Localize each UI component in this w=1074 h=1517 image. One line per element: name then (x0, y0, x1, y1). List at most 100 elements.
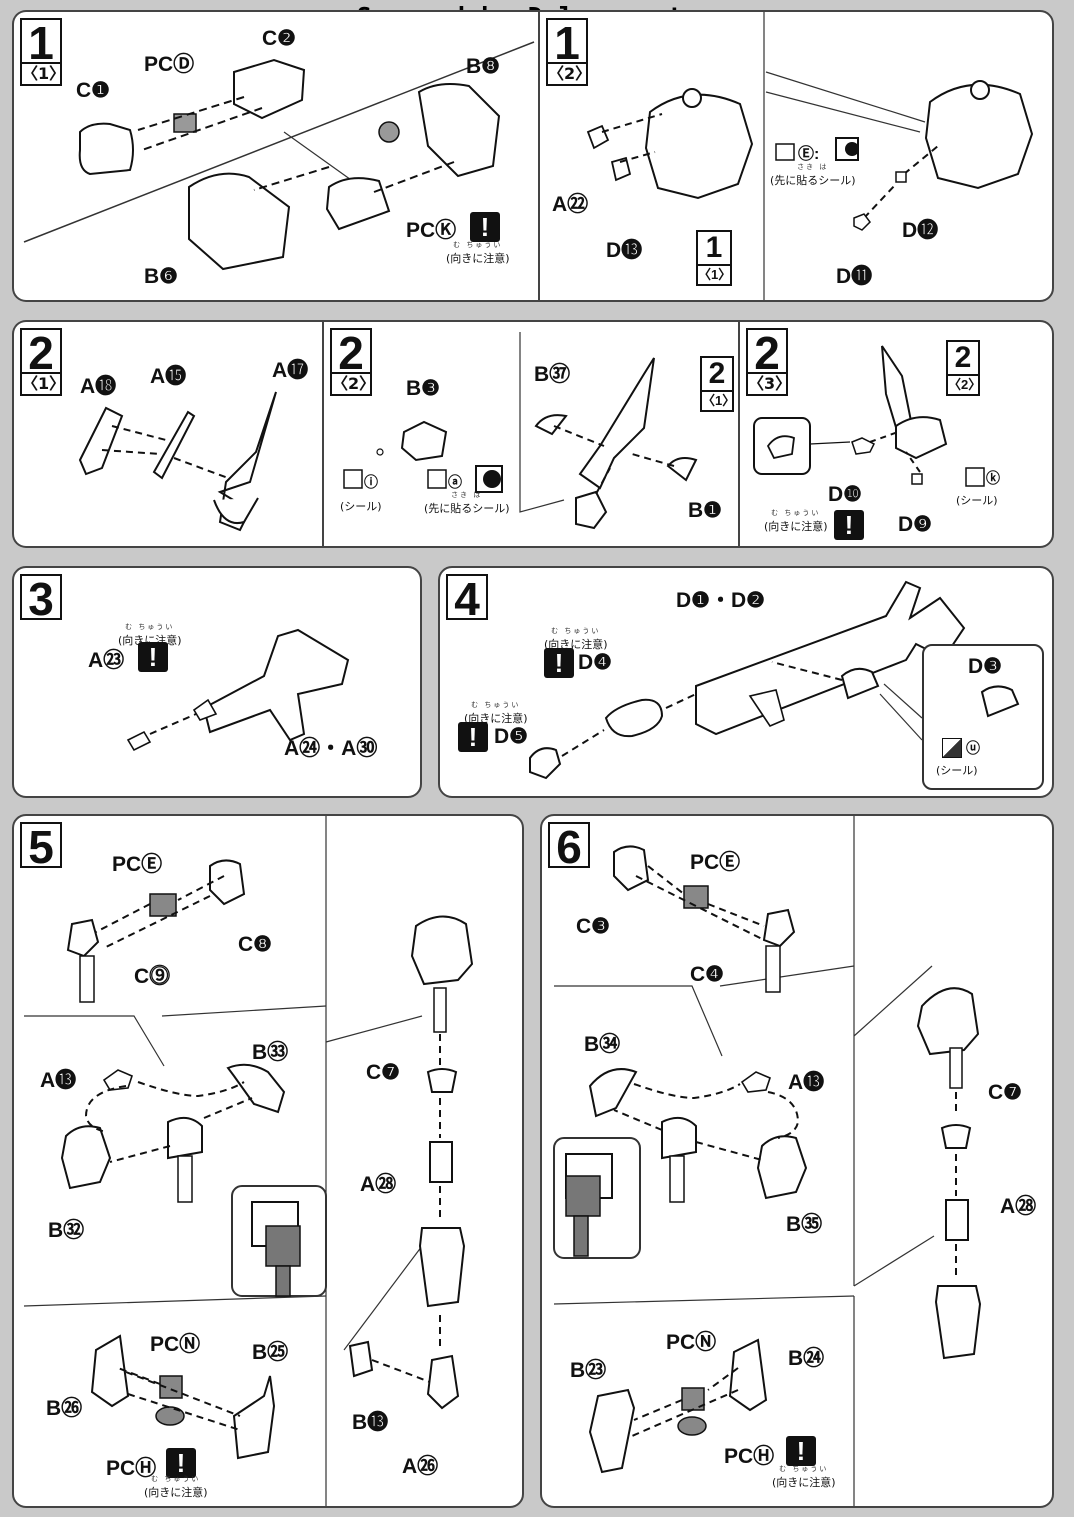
warning-icon: ! (786, 1436, 816, 1466)
warning-icon: ! (834, 510, 864, 540)
direction-note: む ちゅうい(向きに注意) (464, 701, 528, 725)
part-label: B㉞ (584, 1033, 621, 1056)
part-label: B㉕ (252, 1341, 289, 1364)
part-label: A㉘ (1000, 1195, 1037, 1218)
warning-icon: ! (138, 642, 168, 672)
step-4-panel: 4 D❸ ⓤ (シール) D❶・D❷ む ちゅうい(向きに注意) ! D❹ む … (438, 566, 1054, 798)
part-label: B㉓ (570, 1359, 607, 1382)
part-label: B❽ (466, 55, 500, 78)
sticker-first-note: さき は(先に貼るシール) (770, 163, 856, 187)
part-label: ⓚ (986, 470, 1000, 486)
part-label: PCⒽ (106, 1457, 157, 1480)
assembly-drawing (540, 12, 1054, 302)
part-label: D❹ (578, 651, 612, 674)
part-label: C❹ (690, 963, 724, 986)
step-number: 2 (20, 328, 62, 376)
part-label: C❼ (366, 1061, 400, 1084)
substep-label: 〈1〉 (20, 64, 65, 86)
step-3-panel: 3 む ちゅうい(向きに注意) A㉓ ! A㉔・A㉚ (12, 566, 422, 798)
assembly-drawing (14, 816, 524, 1508)
step-1-1-panel: 1 〈1〉 PCⒹ C❷ C❶ B❽ PCⓀ ! む ちゅうい(向きに注意) B… (12, 10, 540, 302)
direction-note: む ちゅうい(向きに注意) (544, 627, 608, 651)
part-label: B㉔ (788, 1347, 825, 1370)
sticker-first-note: さき は(先に貼るシール) (424, 491, 510, 515)
part-label: PCⒽ (724, 1445, 775, 1468)
direction-note: む ちゅうい(向きに注意) (764, 509, 828, 533)
step-5-panel: 5 (12, 814, 524, 1508)
part-label: ⓘ (364, 474, 378, 490)
step-number: 1 (546, 18, 588, 66)
part-label: ⓐ (448, 474, 462, 490)
assembly-drawing (14, 12, 540, 302)
sticker-note: (シール) (936, 764, 978, 777)
part-label: B❶ (688, 499, 722, 522)
sticker-inset: D❸ ⓤ (シール) (922, 644, 1044, 790)
part-label: C❶ (76, 79, 110, 102)
substep-label: 〈2〉 (546, 64, 591, 86)
part-label: PCⒹ (144, 53, 195, 76)
assembly-drawing (542, 816, 1054, 1508)
part-label: A⓱ (272, 359, 309, 382)
step-6-panel: 6 (540, 814, 1054, 1508)
step-2-1-panel: 2 〈1〉 A⓲ A⓯ A⓱ (12, 320, 324, 548)
part-label: D❾ (898, 513, 932, 536)
assembly-drawing (440, 568, 1054, 798)
step-number: 2 (330, 328, 372, 376)
part-label: D❿ (828, 483, 862, 506)
part-label: D❺ (494, 725, 528, 748)
assembly-drawing (324, 322, 740, 548)
assembly-drawing (14, 322, 324, 548)
part-label: C❼ (988, 1081, 1022, 1104)
part-label: ⓤ (966, 740, 980, 756)
part-label: A⓭ (788, 1071, 825, 1094)
step-2-2-panel: 2 〈2〉 B❸ B㊲ B❶ ⓘ ⓐ (シール) さき は(先に貼るシール) 2… (322, 320, 740, 548)
part-label: B㉖ (46, 1397, 83, 1420)
part-label: B㊲ (534, 363, 571, 386)
step-number: 1 (20, 18, 62, 66)
part-label: A⓭ (40, 1069, 77, 1092)
part-label: A㉖ (402, 1455, 439, 1478)
step-number: 5 (20, 822, 62, 870)
part-label: B❸ (406, 377, 440, 400)
part-label: A㉘ (360, 1173, 397, 1196)
substep-label: 〈1〉 (20, 374, 65, 396)
assembly-drawing (740, 322, 1054, 548)
part-label: B㉜ (48, 1219, 85, 1242)
part-label: Ⓔ: (798, 146, 820, 163)
reference-box: 2〈1〉 (700, 356, 735, 412)
part-label: A㉓ (88, 649, 125, 672)
part-label: PCⓃ (150, 1333, 201, 1356)
step-2-3-panel: 2 〈3〉 D❿ D❾ ⓚ (シール) む ちゅうい(向きに注意) ! 2〈2〉 (738, 320, 1054, 548)
part-label: A⓯ (150, 365, 187, 388)
step-number: 3 (20, 574, 62, 622)
step-number: 2 (746, 328, 788, 376)
step-1-2-panel: 1 〈2〉 A㉒ D⓭ D⓬ D⓫ Ⓔ: さき は(先に貼るシール) 1〈1〉 (538, 10, 1054, 302)
part-label: D⓫ (836, 265, 873, 288)
part-label: B⓭ (352, 1411, 389, 1434)
part-label: A⓲ (80, 375, 117, 398)
sticker-note: (シール) (340, 500, 382, 513)
part-label: D❶・D❷ (676, 589, 765, 612)
part-label: PCⓀ (406, 219, 457, 242)
part-label: B㉟ (786, 1213, 823, 1236)
part-label: A㉔・A㉚ (284, 737, 378, 760)
warning-icon: ! (166, 1448, 196, 1478)
part-label: PCⓃ (666, 1331, 717, 1354)
substep-label: 〈3〉 (746, 374, 791, 396)
part-label: C❽ (238, 933, 272, 956)
part-label: B㉝ (252, 1041, 289, 1064)
part-label: PCⒺ (690, 851, 741, 874)
assembly-drawing (14, 568, 422, 798)
step-number: 4 (446, 574, 488, 622)
direction-note: む ちゅうい(向きに注意) (446, 241, 510, 265)
warning-icon: ! (458, 722, 488, 752)
sticker-note: (シール) (956, 494, 998, 507)
step-number: 6 (548, 822, 590, 870)
part-label: C⓽ (134, 965, 171, 988)
reference-box: 1〈1〉 (696, 230, 732, 286)
part-label: C❸ (576, 915, 610, 938)
reference-box: 2〈2〉 (946, 340, 981, 396)
part-label: D⓬ (902, 219, 939, 242)
part-label: A㉒ (552, 193, 589, 216)
part-label: D❸ (968, 655, 1002, 678)
